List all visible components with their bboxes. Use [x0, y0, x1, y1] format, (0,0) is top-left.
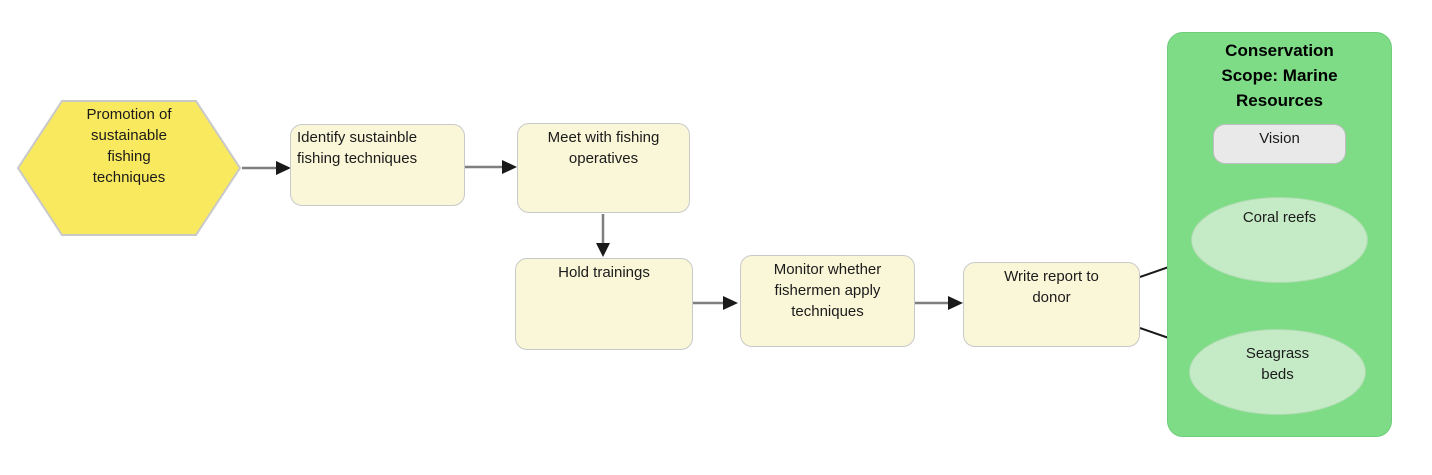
scope-panel-title: Conservation Scope: Marine Resources: [1221, 41, 1338, 110]
vision-node-label: Vision: [1259, 130, 1300, 147]
connector-monitor-to-report[interactable]: [915, 296, 963, 310]
target-node-coral-reefs[interactable]: Coral reefs: [1191, 197, 1368, 283]
step-node-identify-techniques[interactable]: [290, 124, 465, 206]
step-node-write-report[interactable]: [963, 262, 1140, 347]
step-node-label: Meet with fishing operatives: [547, 129, 660, 167]
arrowhead-icon: [723, 296, 738, 310]
step-node-label: Monitor whether fishermen apply techniqu…: [773, 261, 882, 320]
step-node-label: Hold trainings: [558, 264, 650, 281]
start-hexagon-shape[interactable]: [16, 100, 242, 236]
connector-start-to-identify[interactable]: [242, 161, 291, 175]
target-node-seagrass-beds[interactable]: Seagrass beds: [1189, 329, 1366, 415]
step-node-hold-trainings[interactable]: [515, 258, 693, 350]
target-node-label: Seagrass beds: [1245, 345, 1310, 383]
arrowhead-icon: [948, 296, 963, 310]
conservation-scope-panel[interactable]: Conservation Scope: Marine Resources Vis…: [1167, 32, 1392, 437]
arrowhead-icon: [502, 160, 517, 174]
step-node-label: Write report to donor: [1004, 268, 1099, 306]
connector-hold-to-monitor[interactable]: [693, 296, 738, 310]
arrowhead-icon: [276, 161, 291, 175]
connector-meet-to-hold[interactable]: [596, 214, 610, 257]
target-node-label: Coral reefs: [1242, 209, 1317, 226]
step-node-label: Identify sustainble fishing techniques: [297, 129, 418, 167]
step-node-meet-operatives[interactable]: [517, 123, 690, 213]
start-node-label: Promotion of sustainable fishing techniq…: [86, 106, 172, 186]
vision-node[interactable]: Vision: [1213, 124, 1346, 164]
step-node-monitor-fishermen[interactable]: [740, 255, 915, 347]
connector-identify-to-meet[interactable]: [465, 160, 517, 174]
arrowhead-icon: [596, 243, 610, 257]
